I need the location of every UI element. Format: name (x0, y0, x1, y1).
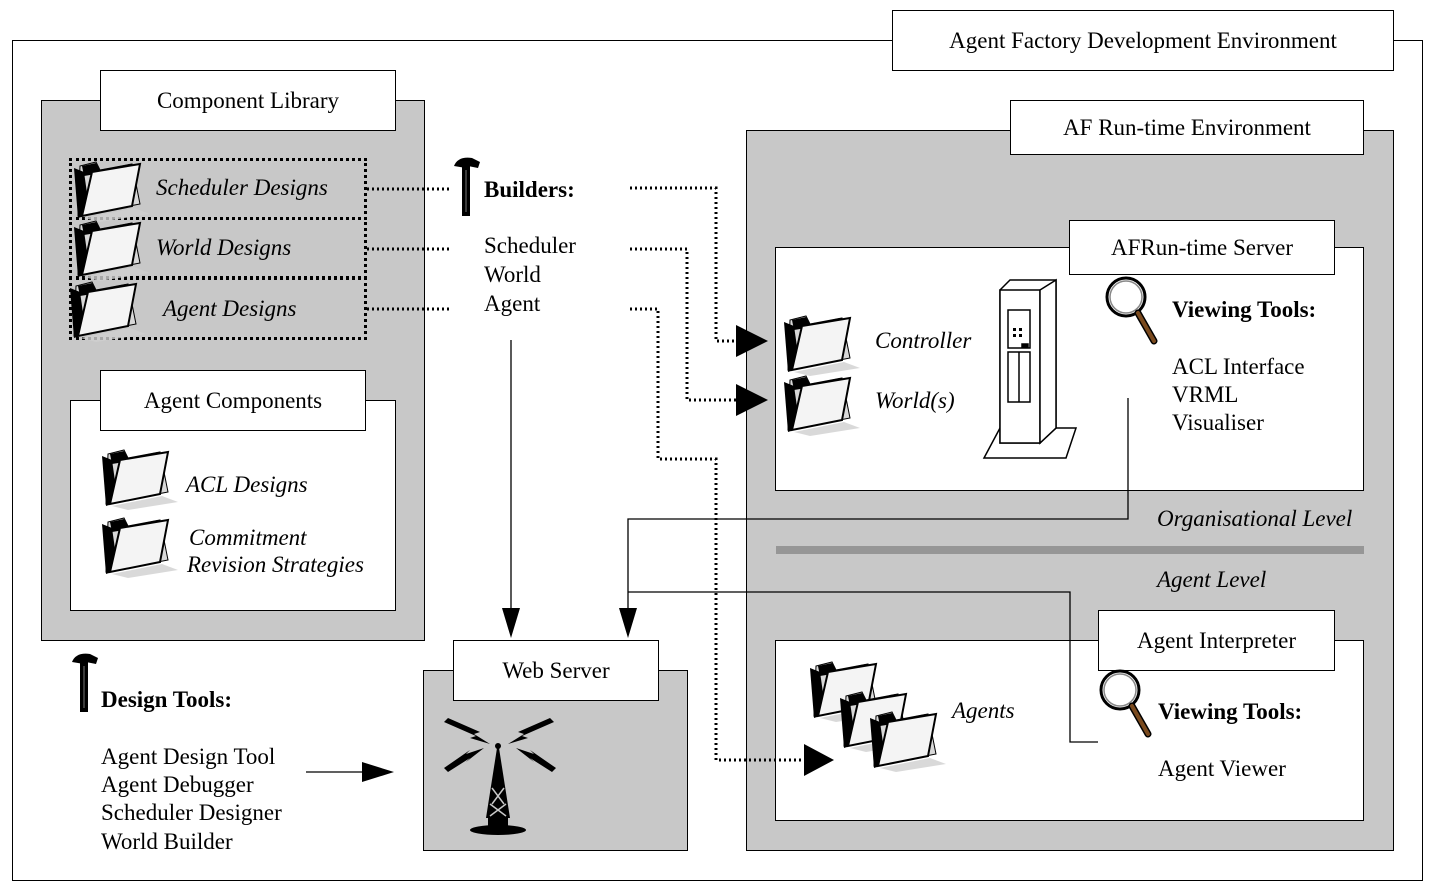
builders-heading: Builders: (484, 177, 575, 202)
runtime-environment-title: AF Run-time Environment (1010, 100, 1364, 155)
viewing-tool-item[interactable]: Agent Viewer (1158, 756, 1286, 781)
design-tool-item[interactable]: Agent Debugger (101, 772, 254, 797)
controller-label: Controller (875, 328, 972, 353)
folder-icon (101, 449, 179, 511)
hammer-icon (71, 653, 99, 713)
folder-icon (101, 517, 179, 579)
magnifier-icon (1104, 275, 1164, 347)
builder-scheduler[interactable]: Scheduler (484, 233, 576, 258)
agent-level-label: Agent Level (1157, 567, 1267, 592)
organisational-level-label: Organisational Level (1157, 506, 1353, 531)
folder-icon (869, 711, 947, 773)
scheduler-designs-label: Scheduler Designs (156, 175, 328, 200)
hammer-icon (453, 157, 481, 217)
development-environment-frame (12, 40, 1423, 881)
radio-tower-icon (444, 718, 556, 835)
level-divider (776, 546, 1364, 554)
commitment-label: Commitment (189, 525, 307, 550)
design-tools-heading: Design Tools: (101, 687, 233, 712)
folder-icon (73, 220, 151, 282)
world-designs-label: World Designs (156, 235, 292, 260)
server-viewing-tools-heading: Viewing Tools: (1172, 297, 1317, 322)
builder-agent[interactable]: Agent (484, 291, 541, 316)
viewing-tool-item[interactable]: Visualiser (1172, 410, 1264, 435)
revision-strategies-label: Revision Strategies (187, 552, 364, 577)
folder-icon (783, 375, 861, 437)
design-tool-item[interactable]: Agent Design Tool (101, 744, 276, 769)
viewing-tool-item[interactable]: VRML (1172, 382, 1239, 407)
magnifier-icon (1098, 668, 1158, 740)
acl-designs-label: ACL Designs (186, 472, 308, 497)
component-library-title: Component Library (100, 70, 396, 131)
agent-designs-label: Agent Designs (163, 296, 297, 321)
agents-label: Agents (952, 698, 1015, 723)
agent-components-title: Agent Components (100, 370, 366, 431)
server-tower-icon (982, 278, 1078, 459)
worlds-label: World(s) (875, 388, 955, 413)
design-tool-item[interactable]: World Builder (101, 829, 233, 854)
folder-icon (69, 281, 147, 343)
interpreter-viewing-tools-heading: Viewing Tools: (1158, 699, 1303, 724)
design-tool-item[interactable]: Scheduler Designer (101, 800, 282, 825)
runtime-server-title: AFRun-time Server (1069, 220, 1335, 275)
design-row-agent[interactable] (69, 277, 367, 340)
viewing-tool-item[interactable]: ACL Interface (1172, 354, 1305, 379)
agent-interpreter-title: Agent Interpreter (1098, 610, 1335, 671)
development-environment-title: Agent Factory Development Environment (892, 10, 1394, 71)
builder-world[interactable]: World (484, 262, 541, 287)
web-server-title: Web Server (453, 640, 659, 701)
